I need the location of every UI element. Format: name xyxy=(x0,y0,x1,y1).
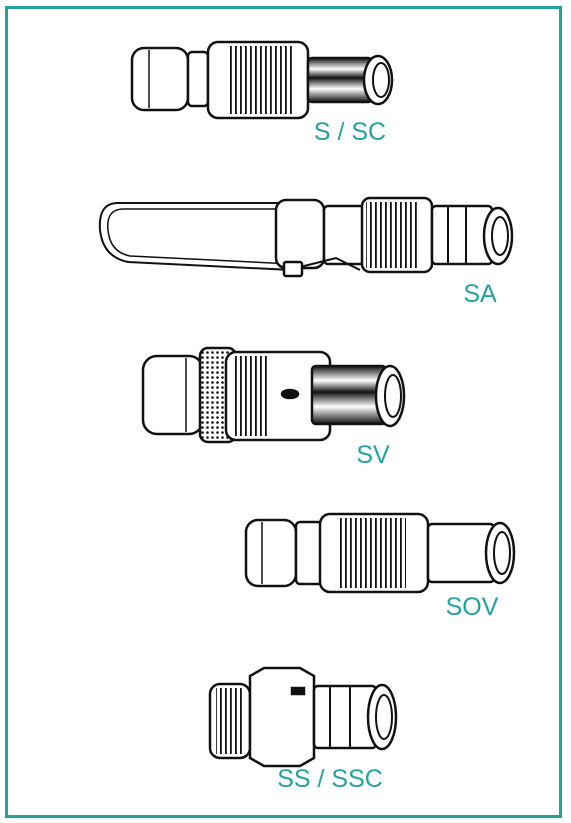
straight-plug-connector-icon xyxy=(130,40,394,120)
short-plug-connector-icon xyxy=(208,666,398,768)
overmolded-plug-connector-icon xyxy=(244,512,516,594)
connector-label-sa: SA xyxy=(463,280,497,308)
connector-label-ss-ssc: SS / SSC xyxy=(277,765,383,793)
connector-label-sv: SV xyxy=(356,441,390,469)
knurled-plug-connector-icon xyxy=(141,346,406,444)
connector-label-sov: SOV xyxy=(446,593,499,621)
connector-label-s-sc: S / SC xyxy=(314,118,386,146)
plug-with-lanyard-connector-icon xyxy=(98,196,514,278)
